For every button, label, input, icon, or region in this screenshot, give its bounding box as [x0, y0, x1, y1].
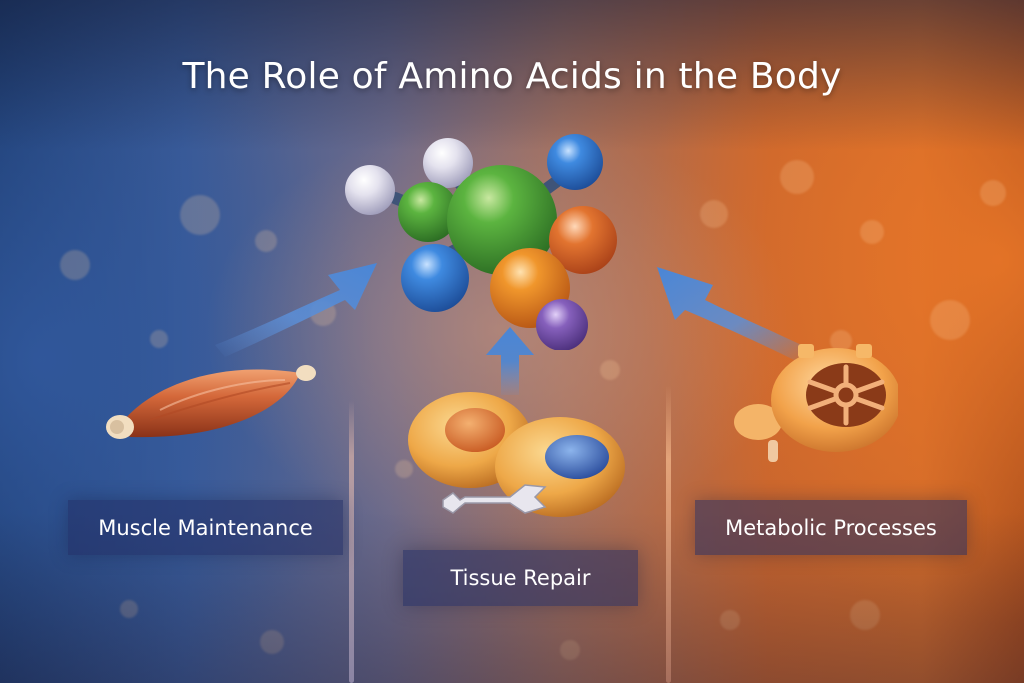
divider-left: [349, 400, 354, 683]
arrow-from-tissue-icon: [486, 327, 534, 395]
cells-with-wrench-icon: [408, 392, 625, 517]
label-muscle-maintenance: Muscle Maintenance: [68, 500, 343, 555]
page-title: The Role of Amino Acids in the Body: [182, 56, 842, 97]
muscle-icon: [106, 365, 316, 439]
label-text: Tissue Repair: [450, 566, 591, 590]
label-tissue-repair: Tissue Repair: [403, 550, 638, 606]
divider-right: [666, 385, 671, 683]
arrow-from-metabolism-icon: [657, 267, 812, 363]
arrow-from-muscle-icon: [215, 263, 377, 357]
label-text: Muscle Maintenance: [98, 515, 313, 540]
metabolic-gear-icon: [734, 344, 898, 462]
label-metabolic-processes: Metabolic Processes: [695, 500, 967, 555]
label-text: Metabolic Processes: [725, 515, 937, 540]
amino-acid-molecule-icon: [345, 134, 617, 350]
